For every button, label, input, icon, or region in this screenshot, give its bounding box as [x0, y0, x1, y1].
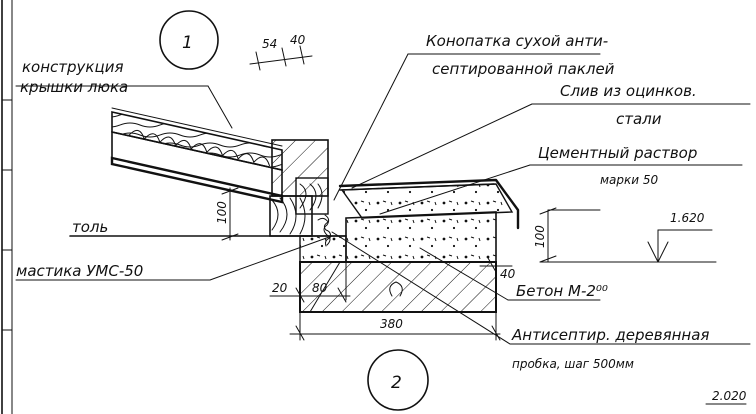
dim-40-top: 40 — [290, 33, 306, 47]
dim-100-right-label: 100 — [533, 225, 547, 248]
label-drip-line1: Слив из оцинков. — [560, 82, 697, 100]
label-caulk-line2: септированной паклей — [432, 60, 615, 78]
concrete-slab — [299, 261, 497, 313]
label-plug-line2: пробка, шаг 500мм — [512, 357, 634, 371]
dim-380: 380 — [380, 317, 403, 331]
cement-mortar — [340, 183, 514, 219]
label-concrete: Бетон М-2⁰⁰ — [516, 282, 608, 300]
dim-54: 54 — [262, 37, 277, 51]
callout-1-label: 1 — [182, 33, 193, 53]
label-mastic: мастика УМС-50 — [16, 262, 143, 280]
callout-1: 1 — [159, 10, 219, 70]
dim-top: 54 40 — [249, 33, 313, 71]
label-roof-line2: крышки люка — [20, 78, 128, 96]
level-1620: 1.620 — [670, 211, 705, 225]
label-felt: толь — [72, 218, 108, 236]
dim-80: 80 — [312, 281, 328, 295]
dim-40-right: 40 — [500, 267, 516, 281]
label-sheet-ref: 2.020 — [712, 389, 747, 403]
label-plug-line1: Антисептир. деревянная — [511, 326, 709, 344]
dim-100-left: 100 — [215, 187, 239, 241]
wood-frame — [269, 139, 329, 237]
elevation-marker: 100 1.620 — [533, 207, 717, 263]
callout-2-label: 2 — [391, 373, 402, 393]
label-caulk-line1: Конопатка сухой анти- — [426, 32, 608, 50]
label-mortar-line2: марки 50 — [600, 173, 659, 187]
callout-2: 2 — [367, 349, 429, 411]
dim-bottom: 20 80 40 380 — [269, 257, 516, 341]
leader-lines — [15, 53, 751, 405]
sheet-frame — [1, 0, 13, 414]
dim-100-left-label: 100 — [215, 201, 229, 224]
label-mortar-line1: Цементный раствор — [538, 144, 697, 162]
label-drip-line2: стали — [616, 110, 662, 128]
dim-20: 20 — [272, 281, 288, 295]
hatch-lid — [110, 107, 284, 204]
label-roof-line1: конструкция — [22, 58, 123, 76]
